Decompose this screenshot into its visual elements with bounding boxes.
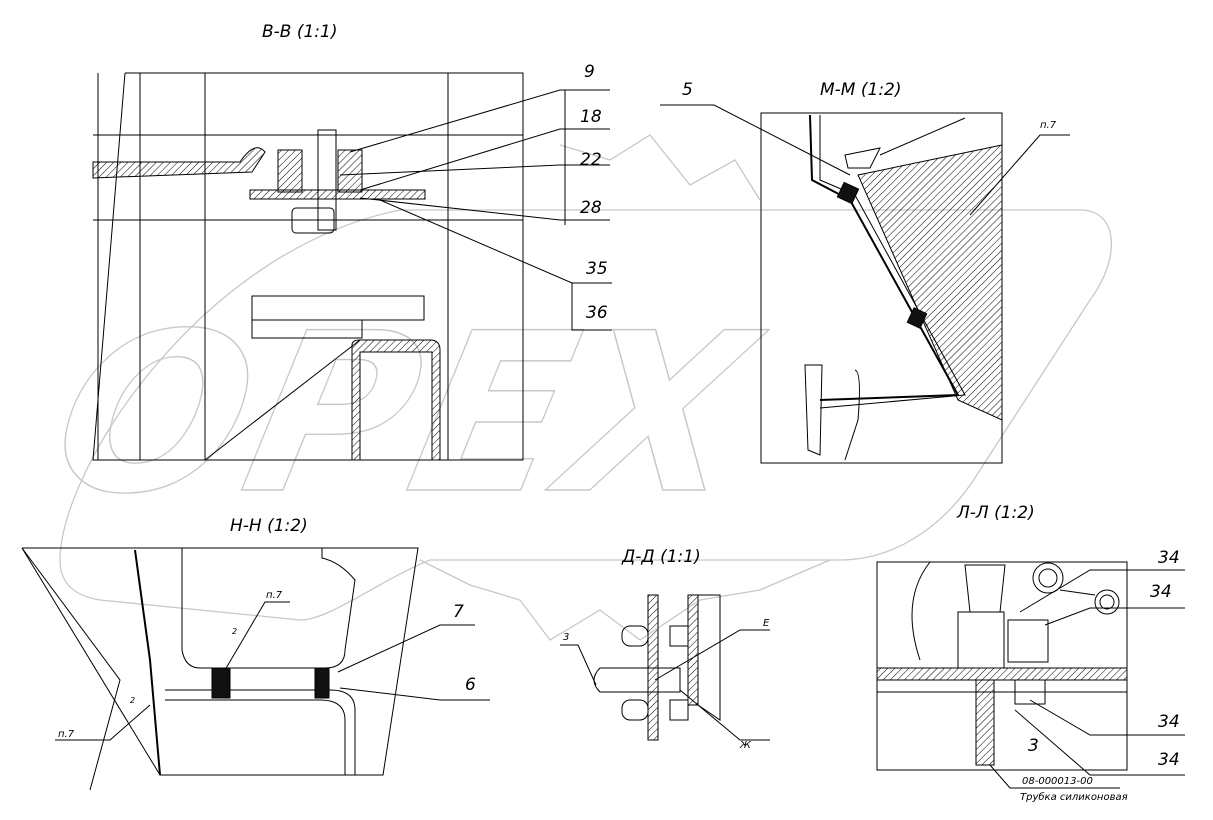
callout-34-d: 34 bbox=[1158, 750, 1180, 770]
callout-18: 18 bbox=[580, 107, 602, 127]
callout-36: 36 bbox=[586, 303, 608, 323]
callout-34-b: 34 bbox=[1150, 582, 1172, 602]
callout-28: 28 bbox=[580, 198, 602, 218]
weld-size-hh-left: 2 bbox=[130, 696, 135, 705]
view-ll: Л-Л (1:2) 34 34 34 34 3 08-000013-00 Тру… bbox=[876, 503, 1185, 803]
view-mm: М-М (1:2) 5 п.7 bbox=[660, 80, 1070, 464]
view-ll-title: Л-Л (1:2) bbox=[956, 503, 1035, 523]
part-name: Трубка силиконовая bbox=[1020, 791, 1128, 803]
view-dd: Д-Д (1:1) 3 Е Ж bbox=[560, 547, 770, 751]
callout-34-a: 34 bbox=[1158, 548, 1180, 568]
callout-3-dd: 3 bbox=[563, 632, 569, 643]
watermark: OPEX bbox=[34, 134, 1112, 641]
callout-5: 5 bbox=[682, 80, 693, 100]
callout-p7-hh-top: п.7 bbox=[266, 590, 283, 601]
callout-35: 35 bbox=[586, 259, 608, 279]
callout-zh: Ж bbox=[739, 740, 752, 751]
weld-size-hh-top: 2 bbox=[232, 627, 237, 636]
callout-22: 22 bbox=[580, 150, 602, 170]
part-number: 08-000013-00 bbox=[1022, 776, 1093, 787]
view-hh-title: Н-Н (1:2) bbox=[230, 516, 308, 536]
callout-9: 9 bbox=[584, 62, 595, 82]
callout-7: 7 bbox=[453, 602, 464, 622]
view-bb: В-В (1:1) 9 18 22 28 35 36 bbox=[92, 22, 612, 461]
callout-p7-hh-left: п.7 bbox=[58, 729, 75, 740]
callout-34-c: 34 bbox=[1158, 712, 1180, 732]
view-hh: Н-Н (1:2) п.7 7 6 п.7 2 2 bbox=[21, 516, 490, 791]
view-dd-title: Д-Д (1:1) bbox=[621, 547, 701, 567]
callout-p7-mm: п.7 bbox=[1040, 120, 1057, 131]
view-mm-title: М-М (1:2) bbox=[820, 80, 902, 100]
watermark-text: OPEX bbox=[35, 286, 779, 542]
view-bb-title: В-В (1:1) bbox=[262, 22, 338, 42]
callout-3-ll: 3 bbox=[1028, 736, 1039, 756]
callout-e: Е bbox=[763, 618, 770, 629]
callout-6: 6 bbox=[465, 675, 476, 695]
